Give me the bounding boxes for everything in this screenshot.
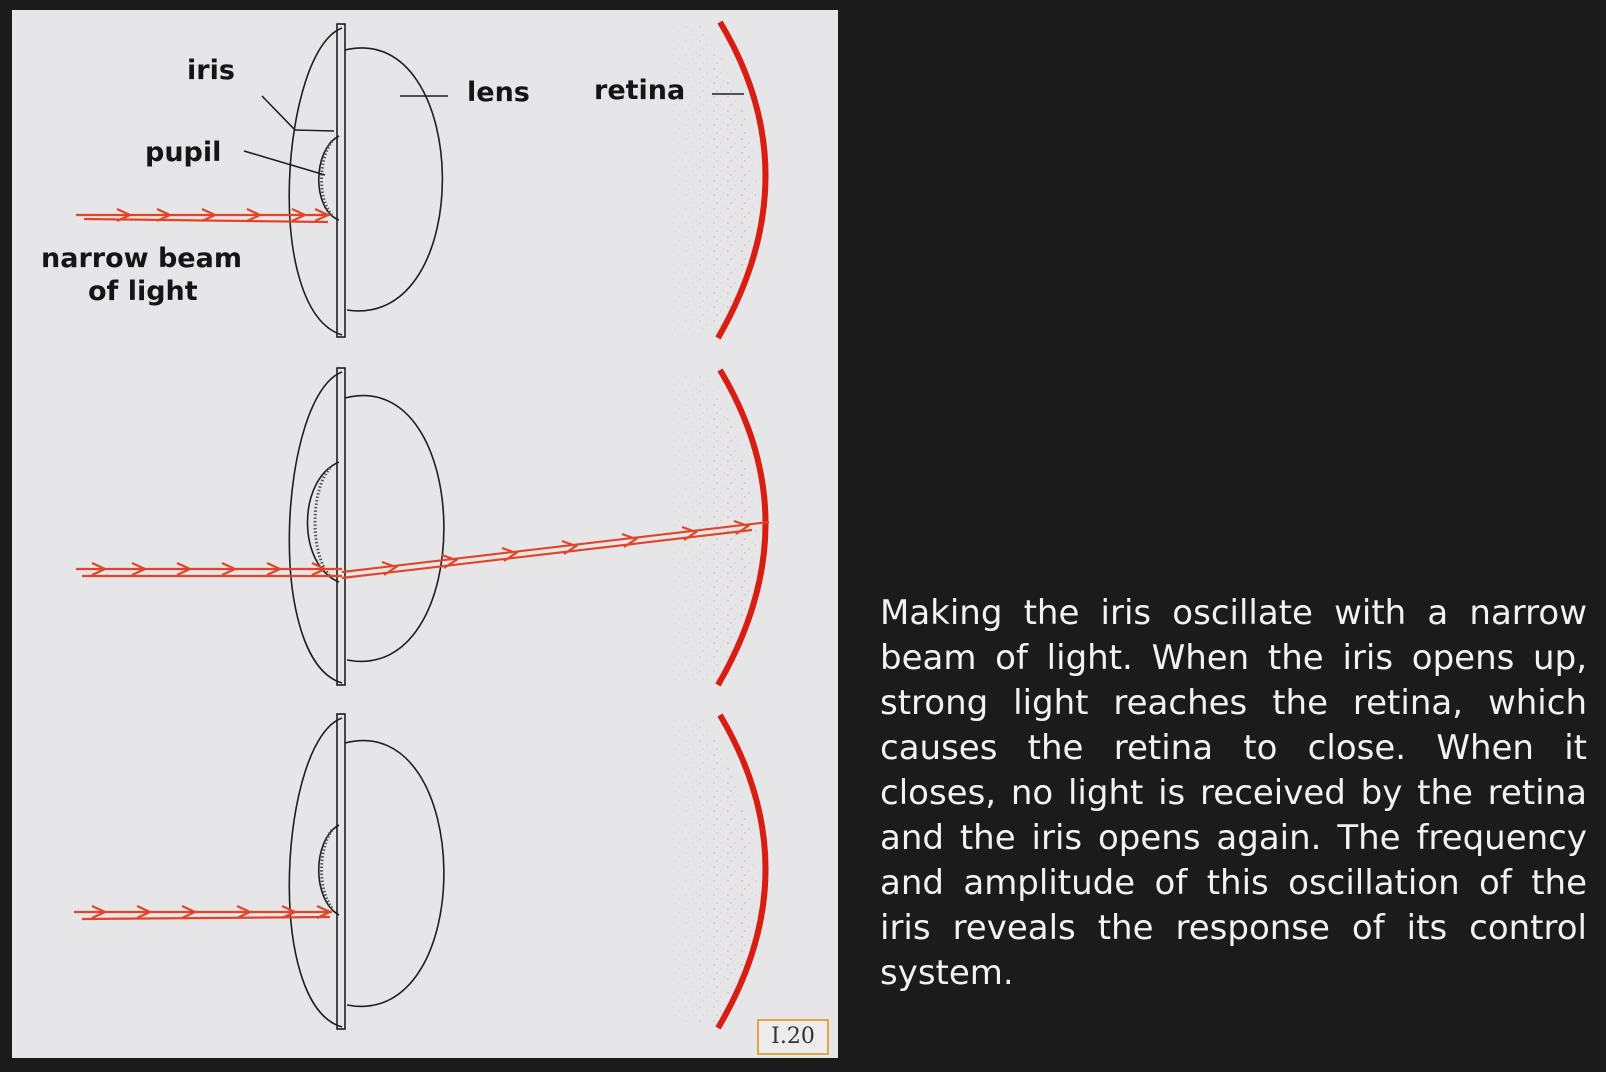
light-beam-2 [76, 519, 770, 580]
iris-disc-1 [288, 27, 343, 336]
label-iris: iris [187, 55, 235, 86]
iris-disc-3 [288, 717, 343, 1028]
retina-2 [715, 368, 769, 687]
label-lens: lens [467, 77, 530, 108]
pupil-ridge-3 [320, 829, 334, 909]
pupil-leader [243, 150, 326, 176]
eye-1 [76, 20, 769, 340]
light-beam-3 [74, 905, 333, 921]
figure-number-badge: I.20 [757, 1019, 829, 1055]
label-of-light: of light [88, 276, 198, 307]
pupil-ridge-1 [320, 140, 334, 217]
label-retina: retina [594, 75, 686, 106]
retina-speckle-3 [652, 718, 757, 1025]
light-beam-1 [76, 208, 331, 224]
retina-1 [715, 20, 769, 340]
iris-disc-2 [288, 371, 343, 684]
iris-plate-3 [336, 713, 346, 1030]
iris-leader [261, 95, 296, 131]
eye-3 [74, 713, 769, 1030]
retina-3 [715, 713, 769, 1030]
iris-plate-1 [336, 23, 346, 338]
lens-1 [344, 47, 444, 312]
retina-speckle-1 [652, 25, 757, 335]
eye-2 [76, 367, 770, 687]
retina-speckle-2 [652, 372, 757, 680]
lens-2 [344, 394, 445, 663]
label-pupil: pupil [145, 137, 222, 168]
eye-diagram-svg [74, 20, 770, 1030]
pupil-ridge-2 [313, 466, 332, 578]
eye-diagram-figure: iris lens retina pupil narrow beam of li… [12, 10, 838, 1058]
iris-plate-2 [336, 367, 346, 686]
label-narrow-beam: narrow beam [41, 243, 242, 274]
iris-leader-2 [294, 129, 335, 132]
lens-3 [344, 739, 445, 1008]
figure-caption: Making the iris oscillate with a narrow … [880, 593, 1587, 993]
